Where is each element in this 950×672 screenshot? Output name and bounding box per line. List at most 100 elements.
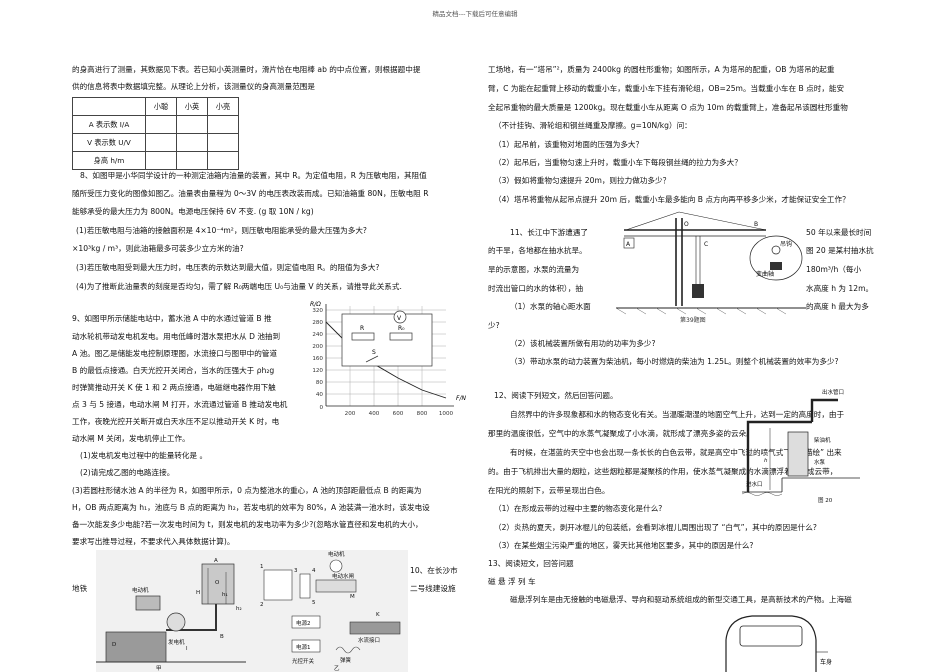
q8-line: 能够承受的最大压力为 800N。电源电压保持 6V 不变. (g 取 10N /… xyxy=(72,207,314,216)
graph-y-tick: 240 xyxy=(312,332,323,338)
q9-line: 时弹簧推动开关 K 使 1 和 2 两点接通，电磁继电器作用下触 xyxy=(72,383,276,392)
q8-line: 8、如图甲是小华同学设计的一种测定油箱内油量的装置，其中 R。为定值电阻，R 为… xyxy=(80,171,427,180)
crane-label: O xyxy=(684,221,689,228)
fig9-label: K xyxy=(376,612,380,618)
crane-line: 工场地，有一“塔吊”²，质量为 2400kg 的圆柱形重物；如图所示，A 为塔吊… xyxy=(488,65,835,74)
fig9-label: 电动水闸 xyxy=(332,572,354,580)
text-line: 供的信息将表中数据填完整。从理论上分析，该测量仪的身高测量范围是 xyxy=(72,82,315,91)
table-cell xyxy=(207,115,239,134)
q9-line: 9、如图甲所示储能电站中，蓄水池 A 中的水通过管道 B 推 xyxy=(72,314,272,323)
fig9-label: h₂ xyxy=(236,606,242,612)
fig9-label: O xyxy=(215,580,220,586)
fig9-label: 电源1 xyxy=(296,643,311,651)
fig9-label: 2 xyxy=(260,602,264,608)
storage-station-figure: A O H h₁ h₂ B D l 发电机 电动机 甲 电动机 电动水闸 电源2… xyxy=(96,550,408,672)
q11-line: 时流出管口的水的体积），抽 xyxy=(488,284,583,293)
table-cell xyxy=(207,133,239,152)
q8-line: 随所受压力变化的图像如图乙。油量表由量程为 0～3V 的电压表改装而成。已知油箱… xyxy=(72,189,429,198)
fig9-label: 乙 xyxy=(334,665,340,672)
q12-line: （3）在某些烟尘污染严重的地区，雾天比其他地区要多，其中的原因是什么? xyxy=(494,541,754,550)
page-header: 精品文档---下载后可任意编辑 xyxy=(432,10,518,18)
fig9-label: 3 xyxy=(294,568,298,574)
crane-line: （不计挂钩、滑轮组和钢丝绳重及摩擦。g=10N/kg）问： xyxy=(494,121,692,130)
fig9-label: 甲 xyxy=(156,665,162,672)
fig9-label: A xyxy=(214,558,218,564)
table-cell xyxy=(207,151,239,170)
q9-line: (3)若圆柱形储水池 A 的半径为 R，如图甲所示，0 点为整池水的重心，A 池… xyxy=(72,486,422,495)
table-cell xyxy=(145,151,177,170)
q8-line: (4)为了推断此油量表的刻度是否均匀，需了解 R₀两端电压 U₀与油量 V 的关… xyxy=(76,282,402,291)
q9-line: 动水轮机带动发电机发电。用电低峰时潜水泵把水从 D 池抽到 xyxy=(72,332,281,341)
table-row-label: 身高 h/m xyxy=(72,151,146,170)
fig9-label: M xyxy=(350,594,355,600)
q8-line: (3)若压敏电阻受到最大压力时，电压表的示数达到最大值，则定值电阻 R。的阻值为… xyxy=(76,263,380,272)
q12-line: 12、阅读下列短文，然后回答问题。 xyxy=(494,391,618,400)
fig9-label: D xyxy=(112,642,116,648)
fig9-label: 1 xyxy=(260,564,264,570)
graph-label: S xyxy=(372,349,376,356)
table-cell xyxy=(176,133,208,152)
fig9-label: h₁ xyxy=(222,592,228,598)
q11-line: 11、长江中下游遭遇了 xyxy=(510,228,589,237)
pump-label: 水泵 xyxy=(814,458,826,466)
measurement-table: 小聪 小英 小亮 A 表示数 I/A V 表示数 U/V 身高 h/m xyxy=(72,97,239,170)
table-cell xyxy=(176,151,208,170)
q10-text: 10、在长沙市 xyxy=(410,566,458,575)
q9-line: (1)发电机发电过程中的能量转化是 。 xyxy=(80,451,208,460)
q12-line: 的。由于飞机排出大量的烟粒，这些烟粒都是凝聚核的作用，使水蒸气凝聚成的水滴漂浮着… xyxy=(488,467,838,476)
crane-line: （2）起吊后，当重物匀速上升时，载重小车下每段钢丝绳的拉力为多大？ xyxy=(494,158,742,167)
fig9-label: 发电机 xyxy=(168,638,185,646)
crane-line: （4）塔吊将重物从起吊点提升 20m 后，载重小车最多能向 B 点方向再平移多少… xyxy=(494,195,850,204)
crane-label: A xyxy=(626,241,631,248)
pump-label: 柴油机 xyxy=(814,436,831,444)
crane-line: 臂，C 为能在起重臂上移动的载重小车，载重小车下挂有滑轮组，OB=25m。当载重… xyxy=(488,84,845,93)
q9-line: (2)请完成乙图的电路连接。 xyxy=(80,468,175,477)
q11-right: 图 20 是某村抽水抗 xyxy=(806,246,874,255)
graph-y-tick: 0 xyxy=(319,405,323,411)
graph-x-tick: 1000 xyxy=(439,411,454,417)
q9-line: 动水闸 M 关闭，发电机停止工作。 xyxy=(72,434,190,443)
q11-line: 少? xyxy=(488,321,500,330)
graph-label: R₀ xyxy=(398,325,405,332)
graph-y-label: R/Ω xyxy=(310,301,321,308)
table-cell xyxy=(145,133,177,152)
q10-text: 地铁 xyxy=(72,584,88,593)
table-row-label: A 表示数 I/A xyxy=(72,115,146,134)
q10-text: 二号线建设施 xyxy=(410,584,456,593)
crane-label: 吊钩 xyxy=(780,240,792,248)
table-header-cell xyxy=(72,97,146,116)
q11-right: 水高度 h 为 12m。 xyxy=(806,284,874,293)
pump-figure: 出水管口 h 柴油机 水泵 进水口 图 20 xyxy=(742,382,860,506)
fig9-label: 水流接口 xyxy=(358,636,380,644)
pump-label: 图 20 xyxy=(818,496,833,504)
table-row: A 表示数 I/A xyxy=(72,115,239,134)
q9-line: 点 3 与 5 接通，电动水闸 M 打开，水流通过管道 B 推动发电机 xyxy=(72,400,288,409)
table-header-cell: 小亮 xyxy=(207,97,239,116)
graph-y-tick: 200 xyxy=(312,344,323,350)
fig9-label: H xyxy=(196,590,200,596)
q9-line: B 的最低点接通。白天光控开关闭合，当水的压强大于 ρh₂g xyxy=(72,366,275,375)
q13-title: 磁 悬 浮 列 车 xyxy=(488,577,536,586)
q11-line: （1）水泵的轴心距水面 xyxy=(510,302,591,311)
q11-line: 旱的示意图，水泵的流量为 xyxy=(488,265,580,274)
q11-line: 的干旱，各地都在抽水抗旱。 xyxy=(488,246,587,255)
graph-y-tick: 80 xyxy=(316,380,324,386)
q12-line: 那里的温度很低，空气中的水蒸气凝聚成了小水滴，就形成了漂亮多姿的云朵。 xyxy=(488,429,754,438)
crane-label: 变曲轴 xyxy=(756,270,774,278)
q13-line: 13、阅读短文，回答问题 xyxy=(488,559,574,568)
tower-crane-figure: A O B C 吊钩 变曲轴 第39题图 xyxy=(616,210,806,328)
q12-line: （2）炎热的夏天，剥开冰棍儿的包装纸，会看到冰棍儿周围出现了 “白气”，其中的原… xyxy=(494,523,817,532)
fig9-label: 电动机 xyxy=(328,550,345,558)
pump-label: 进水口 xyxy=(746,480,763,488)
q11-line: （2）该机械装置所做有用功的功率为多少? xyxy=(510,339,656,348)
graph-y-tick: 280 xyxy=(312,320,323,326)
q8-line: ×10³kg / m³，则此油箱最多可装多少立方米的油? xyxy=(72,244,244,253)
fig9-label: 电源2 xyxy=(296,619,311,627)
table-header-cell: 小英 xyxy=(176,97,208,116)
text-line: 的身高进行了测量，其数据见下表。若已知小英测量时，滑片恰在电阻棒 ab 的中点位… xyxy=(72,65,421,74)
table-row: V 表示数 U/V xyxy=(72,133,239,152)
graph-x-tick: 400 xyxy=(369,411,380,417)
crane-caption: 第39题图 xyxy=(680,316,706,324)
fig9-label: 光控开关 xyxy=(292,657,315,665)
q11-right: 的高度 h 最大为多 xyxy=(806,302,869,311)
